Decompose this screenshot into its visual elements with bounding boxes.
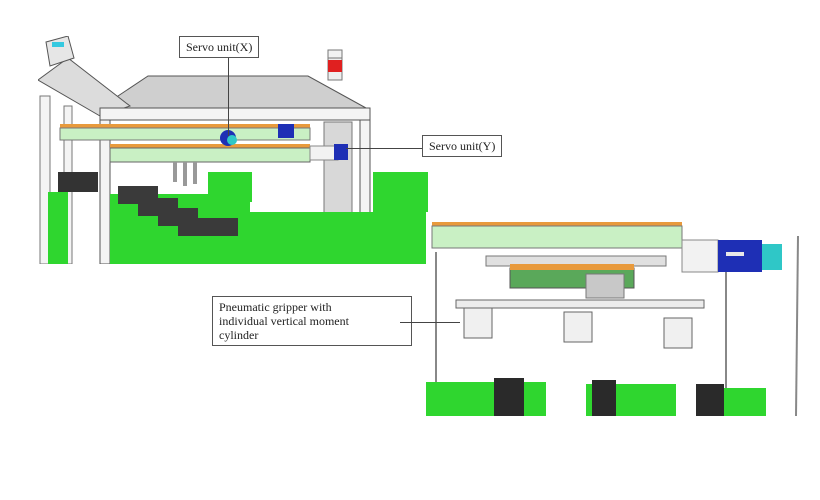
servo-y-label: Servo unit(Y) (422, 135, 503, 157)
gripper-closeup-drawing (426, 212, 810, 417)
gripper-label-line-2: individual vertical moment (219, 314, 349, 328)
pneumatic-gripper-label: Pneumatic gripper with individual vertic… (212, 296, 412, 346)
gripper-label-line-1: Pneumatic gripper with (219, 300, 332, 314)
gripper-label-line-3: cylinder (219, 328, 259, 342)
right-gripper-view (426, 212, 810, 417)
gripper-leader (400, 322, 460, 323)
servo-x-label: Servo unit(X) (179, 36, 260, 58)
servo-y-leader (346, 148, 422, 149)
left-gantry-view (37, 35, 430, 265)
gantry-overview-drawing (37, 35, 430, 265)
servo-x-leader (228, 58, 229, 136)
